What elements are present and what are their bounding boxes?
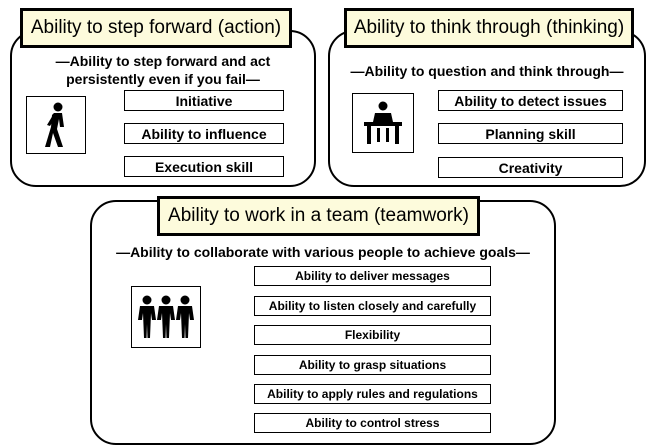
skill-initiative: Initiative [124,90,284,111]
person-at-desk-icon [352,93,414,153]
thinking-title: Ability to think through (thinking) [344,8,634,48]
skill-planning-skill: Planning skill [438,123,623,144]
walking-person-icon [26,96,86,154]
teamwork-title: Ability to work in a team (teamwork) [157,196,480,236]
skill-execution-skill: Execution skill [124,156,284,177]
skill-creativity: Creativity [438,157,623,178]
team-people-icon [131,286,201,348]
skill-ability-to-grasp-situations: Ability to grasp situations [254,355,491,375]
skill-flexibility: Flexibility [254,325,491,345]
action-subtitle-line2: persistently even if you fail— [66,71,260,87]
thinking-subtitle: —Ability to question and think through— [350,63,624,79]
skill-ability-to-apply-rules: Ability to apply rules and regulations [254,384,491,404]
skill-ability-to-influence: Ability to influence [124,123,284,144]
teamwork-subtitle: —Ability to collaborate with various peo… [116,244,530,260]
skill-ability-to-deliver-messages: Ability to deliver messages [254,266,491,286]
action-title: Ability to step forward (action) [20,8,292,48]
skill-ability-to-control-stress: Ability to control stress [254,413,491,433]
skill-ability-to-detect-issues: Ability to detect issues [438,90,623,111]
action-subtitle-line1: —Ability to step forward and act [55,53,271,69]
skill-ability-to-listen-closely: Ability to listen closely and carefully [254,296,491,316]
